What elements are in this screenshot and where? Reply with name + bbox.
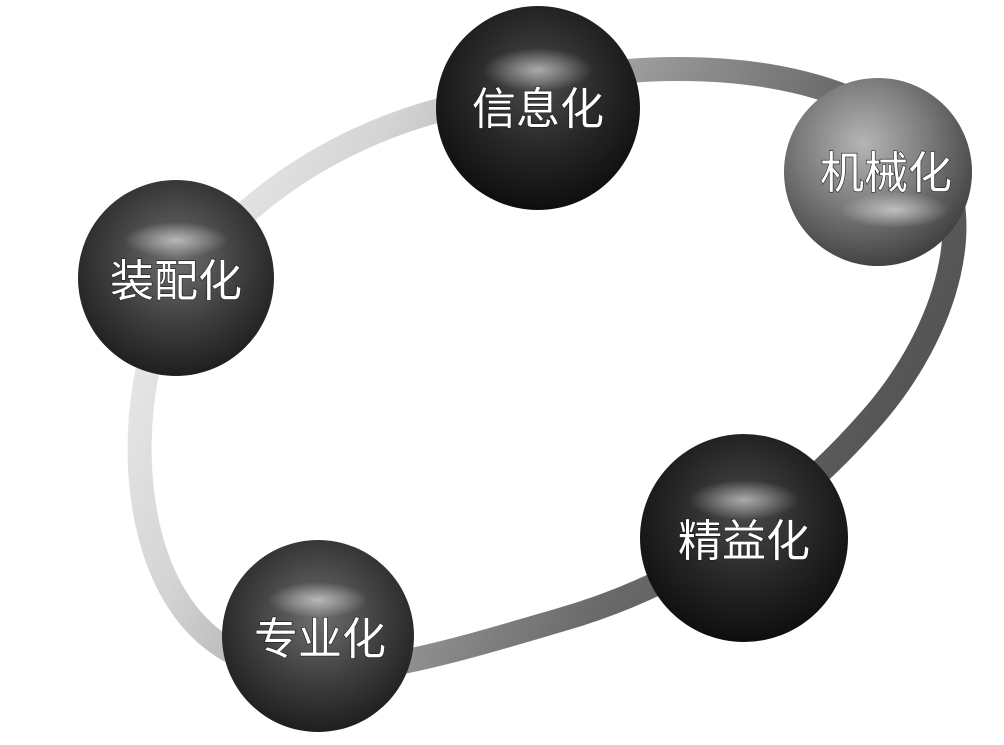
- sphere-prefabrication: [78, 180, 274, 376]
- node-lean: 精益化: [640, 434, 848, 642]
- sphere-highlight: [483, 48, 593, 92]
- node-prefabrication: 装配化: [78, 180, 274, 376]
- node-label-prefabrication: 装配化: [110, 256, 242, 307]
- node-mechanization: 机械化: [784, 78, 972, 266]
- sphere-highlight: [124, 222, 228, 258]
- sphere-highlight: [268, 582, 368, 618]
- sphere-highlight: [840, 192, 950, 228]
- node-label-informatization: 信息化: [472, 84, 604, 135]
- sphere-informatization: [436, 6, 640, 210]
- sphere-lean: [640, 434, 848, 642]
- node-specialization: 专业化: [222, 540, 414, 732]
- sphere-highlight: [689, 480, 799, 520]
- node-label-mechanization: 机械化: [820, 148, 952, 199]
- node-label-specialization: 专业化: [254, 614, 386, 665]
- node-label-lean: 精益化: [678, 516, 810, 567]
- node-informatization: 信息化: [436, 6, 640, 210]
- sphere-specialization: [222, 540, 414, 732]
